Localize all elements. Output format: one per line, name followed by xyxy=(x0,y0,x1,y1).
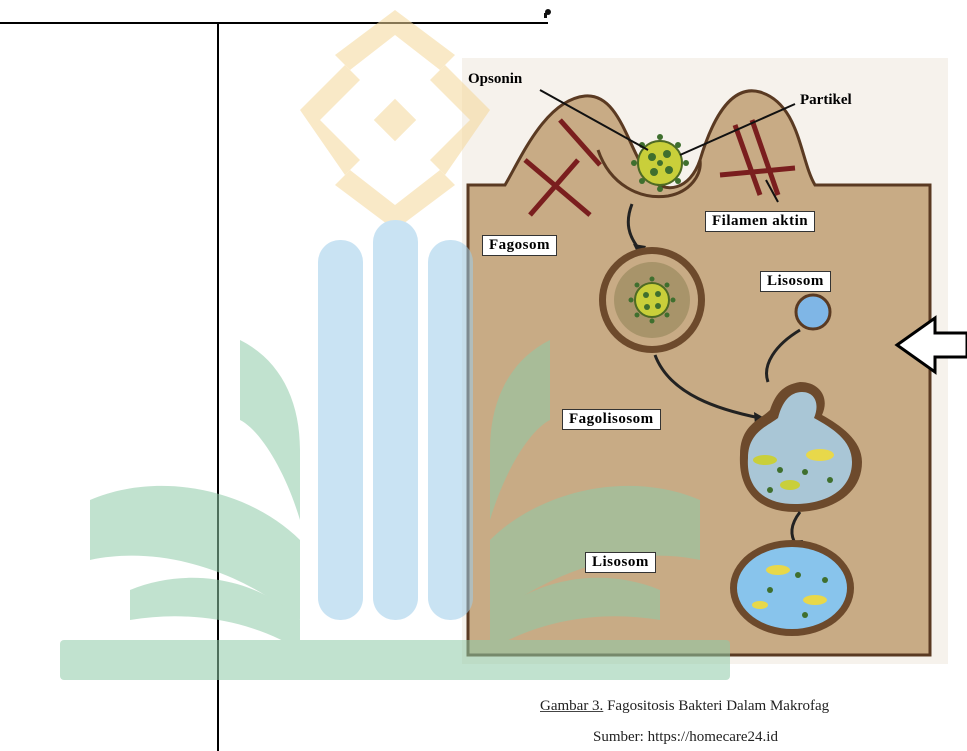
figure-caption: Gambar 3. Fagositosis Bakteri Dalam Makr… xyxy=(540,698,829,715)
lysosome-small xyxy=(796,295,830,329)
phagosome xyxy=(599,247,705,353)
figure-reference: Gambar 3. xyxy=(540,698,603,714)
label-fagosom: Fagosom xyxy=(482,235,557,256)
label-fagolisosom: Fagolisosom xyxy=(562,409,661,430)
label-lisosom-top: Lisosom xyxy=(760,271,831,292)
label-partikel: Partikel xyxy=(800,92,852,109)
cropped-heading-fragment xyxy=(540,0,560,18)
label-filamen-aktin: Filamen aktin xyxy=(705,211,815,232)
figure-title: Fagositosis Bakteri Dalam Makrofag xyxy=(603,698,829,714)
label-lisosom-bottom: Lisosom xyxy=(585,552,656,573)
residual-lysosome xyxy=(730,540,854,636)
figure-source: Sumber: https://homecare24.id xyxy=(593,729,778,746)
label-opsonin: Opsonin xyxy=(468,71,522,88)
